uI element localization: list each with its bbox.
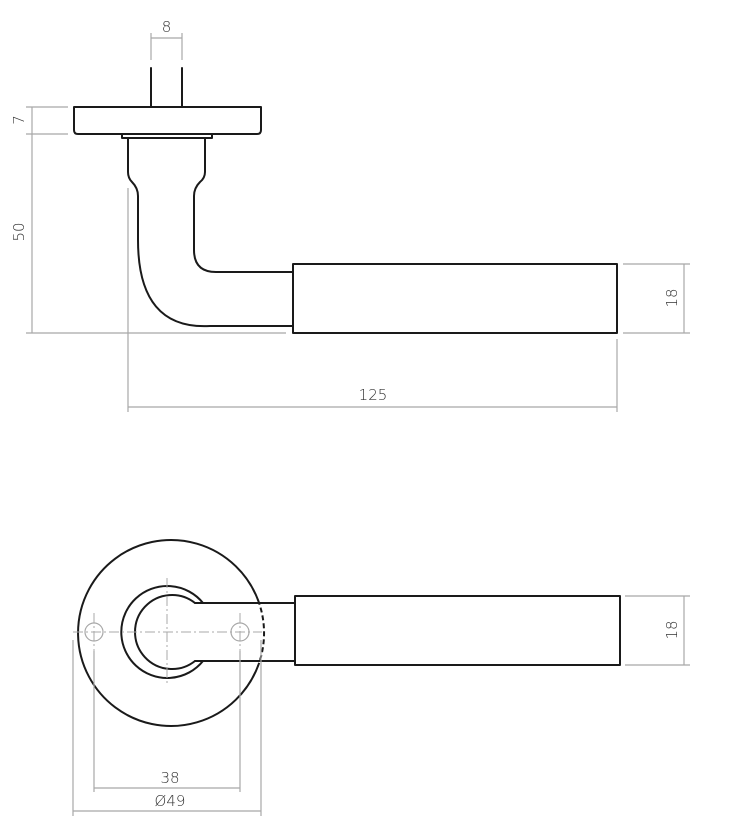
lever-neck-outer xyxy=(127,137,294,328)
dimension-label-rose-thickness: 7 xyxy=(10,115,28,125)
dimension-projection: 50 xyxy=(10,134,286,334)
dimension-label-spindle-width: 8 xyxy=(162,18,172,36)
front-view: 18 38 Ø49 xyxy=(72,539,690,816)
dimension-label-overall-length: 125 xyxy=(359,386,388,404)
dimension-label-projection: 50 xyxy=(10,222,28,241)
rose-plate xyxy=(73,106,262,135)
dimension-spindle-width: 8 xyxy=(150,18,183,60)
side-view: 8 7 50 18 125 xyxy=(10,18,690,412)
dimension-rose-thickness: 7 xyxy=(10,106,68,135)
dimension-overall-length: 125 xyxy=(127,188,618,412)
lever-grip xyxy=(292,263,618,334)
dimension-grip-height-side: 18 xyxy=(623,263,690,334)
dimension-label-grip-height-front: 18 xyxy=(663,620,681,639)
rose-hidden-edge xyxy=(257,599,265,667)
dimension-label-rose-diameter: Ø49 xyxy=(155,792,186,810)
lever-grip-front xyxy=(294,595,621,666)
rose-outer-circle xyxy=(77,539,259,727)
dimension-hole-spacing: 38 xyxy=(93,651,241,792)
rose-spacer xyxy=(121,133,213,139)
dimension-label-grip-height-side: 18 xyxy=(663,288,681,307)
boss-outer-ring xyxy=(120,585,204,679)
dimension-label-hole-spacing: 38 xyxy=(160,769,179,787)
lever-neck-inner xyxy=(193,137,294,273)
dimension-grip-height-front: 18 xyxy=(625,595,690,666)
dimension-rose-diameter: Ø49 xyxy=(72,640,262,816)
spindle xyxy=(150,67,183,108)
